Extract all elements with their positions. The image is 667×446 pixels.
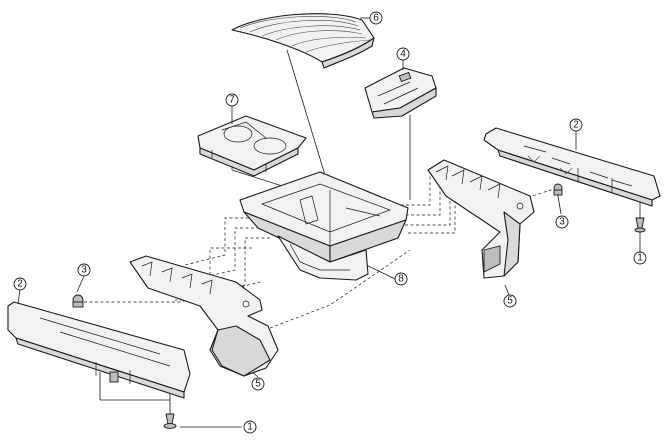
callout-1-left: 1 <box>243 420 257 434</box>
part-5-left-side-trim <box>129 255 279 377</box>
callout-7: 7 <box>225 93 239 124</box>
callout-1-right: 1 <box>633 251 647 265</box>
part-3-left-clip <box>72 294 84 308</box>
part-1-right-screw <box>634 217 646 233</box>
part-3-right-clip <box>553 183 563 196</box>
part-1-left-screw <box>163 413 177 429</box>
callout-8: 8 <box>394 272 408 286</box>
callout-6-label: 6 <box>373 13 379 24</box>
callout-7-label: 7 <box>229 95 235 106</box>
callout-3-right: 3 <box>555 215 569 229</box>
callout-5-left-label: 5 <box>255 379 261 390</box>
part-4-bracket <box>364 67 437 119</box>
part-6-console-lid <box>231 13 375 69</box>
callouts: 6 4 7 2 3 1 8 5 <box>13 11 647 434</box>
callout-1-right-label: 1 <box>637 253 643 264</box>
part-2-left-panel <box>7 301 191 399</box>
part-8-console-box <box>239 171 409 281</box>
part-5-right-side-trim <box>427 159 535 279</box>
callout-5-right-label: 5 <box>507 296 513 307</box>
part-7-cupholder-tray <box>197 115 307 177</box>
callout-3-left: 3 <box>77 263 91 277</box>
callout-5-left: 5 <box>251 377 265 391</box>
callout-6: 6 <box>360 11 383 25</box>
callout-2-right: 2 <box>569 118 583 150</box>
callout-3-left-label: 3 <box>81 265 87 276</box>
callout-8-label: 8 <box>398 274 404 285</box>
callout-5-right: 5 <box>503 294 517 308</box>
callout-2-left-label: 2 <box>17 279 23 290</box>
part-2-right-panel <box>483 127 661 207</box>
callout-2-left: 2 <box>13 277 27 305</box>
callout-1-left-label: 1 <box>247 422 253 433</box>
callout-3-right-label: 3 <box>559 217 565 228</box>
callout-2-right-label: 2 <box>573 120 579 131</box>
callout-4: 4 <box>396 47 410 70</box>
callout-4-label: 4 <box>400 49 406 60</box>
